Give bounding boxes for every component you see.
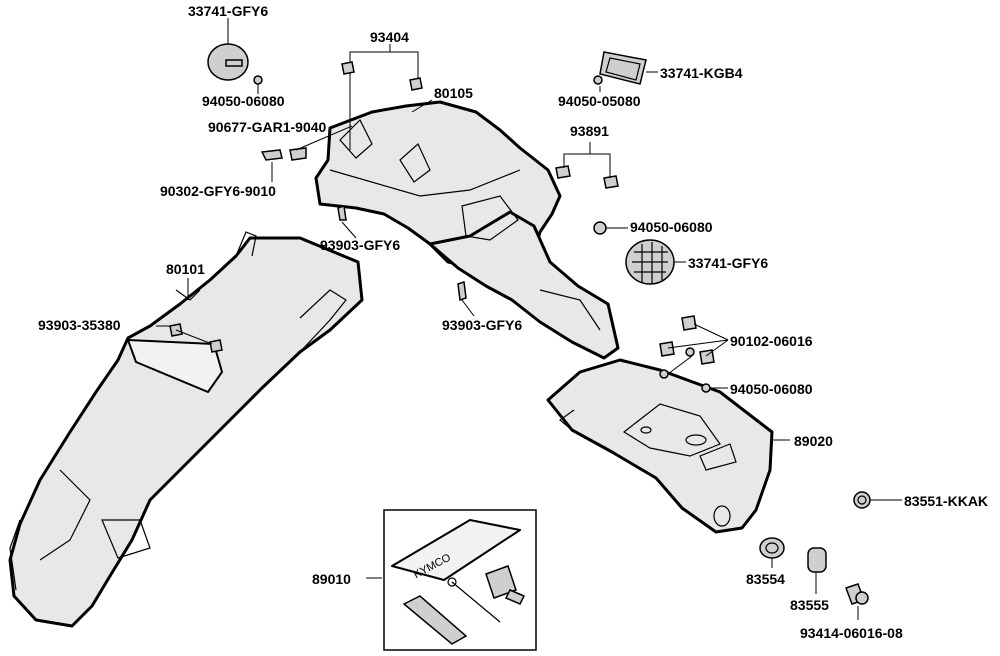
reflector-33741-kgb4 [599, 51, 647, 85]
label-93903-gfy6-a: 93903-GFY6 [320, 237, 400, 253]
label-90302: 90302-GFY6-9010 [160, 183, 276, 199]
label-80105: 80105 [434, 85, 473, 101]
screw-93903-35380-b-icon [209, 339, 223, 353]
grommet-83551-kkak [853, 491, 871, 509]
leader-lines [156, 18, 902, 620]
collar-83555 [807, 547, 827, 573]
label-93891: 93891 [570, 123, 609, 139]
label-83555: 83555 [790, 597, 829, 613]
label-93903-gfy6-b: 93903-GFY6 [442, 317, 522, 333]
label-33741-gfy6-mid: 33741-GFY6 [688, 255, 768, 271]
bolt-90102-b-icon [659, 341, 675, 357]
bolt-93414 [845, 583, 869, 605]
label-33741-kgb4: 33741-KGB4 [660, 65, 743, 81]
label-80101: 80101 [166, 261, 205, 277]
bolt-93891-b-icon [603, 175, 619, 189]
nut-mid-icon [593, 221, 607, 235]
tray-89020 [546, 358, 774, 534]
label-94050-06080-top: 94050-06080 [202, 93, 285, 109]
reflector-33741-gfy6-top [207, 43, 249, 81]
label-94050-06080-mid: 94050-06080 [630, 219, 713, 235]
part-labels: 33741-GFY6 93404 94050-06080 80105 90677… [38, 3, 988, 641]
label-94050-05080: 94050-05080 [558, 93, 641, 109]
label-89010: 89010 [312, 571, 351, 587]
screw-93903-b-icon [457, 280, 467, 302]
label-93404: 93404 [370, 29, 409, 45]
bolt-93404-a-icon [341, 61, 355, 75]
clip-90677-icon [289, 147, 307, 161]
bracket-80105 [314, 100, 620, 360]
bolt-90102-c-icon [699, 349, 715, 365]
label-90677: 90677-GAR1-9040 [208, 119, 327, 135]
toolkit-89010: KYMCO [383, 509, 537, 651]
label-83554: 83554 [746, 571, 785, 587]
bolt-90102-a-icon [681, 315, 697, 331]
label-93903-35380: 93903-35380 [38, 317, 121, 333]
label-93414: 93414-06016-08 [800, 625, 903, 641]
nut-low-a-icon [659, 369, 669, 379]
nut-top-icon [253, 75, 263, 85]
bolt-93404-b-icon [409, 77, 423, 91]
label-33741-gfy6-top: 33741-GFY6 [188, 3, 268, 19]
label-83551-kkak: 83551-KKAK [904, 493, 988, 509]
grommet-83554 [759, 537, 785, 559]
screw-93903-a-icon [337, 205, 347, 221]
bolt-93891-a-icon [555, 165, 571, 179]
label-94050-06080-low: 94050-06080 [730, 381, 813, 397]
nut-low-c-icon [701, 383, 711, 393]
label-90102: 90102-06016 [730, 333, 813, 349]
label-89020: 89020 [794, 433, 833, 449]
rear-fender-80101 [8, 231, 364, 628]
nut-low-b-icon [685, 347, 695, 357]
screw-90302-icon [260, 149, 283, 161]
nut-05080-icon [593, 75, 603, 85]
reflector-33741-gfy6-mid [625, 239, 675, 285]
